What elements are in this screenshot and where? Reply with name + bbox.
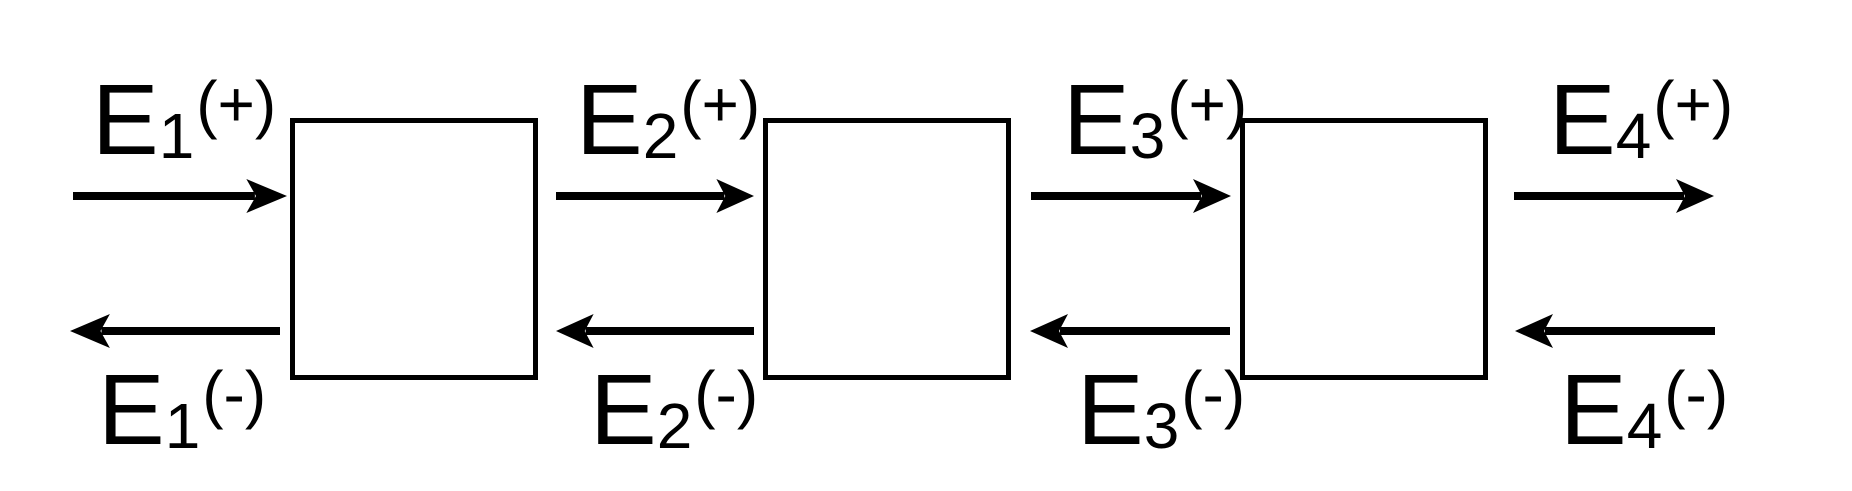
label-e4-negative: E4(-) [1560, 360, 1728, 460]
e3-positive-right-arrow-icon [1031, 179, 1231, 213]
label-e4-positive: E4(+) [1549, 70, 1733, 170]
label-e1-negative: E1(-) [98, 360, 266, 460]
label-e3-positive-base: E [1063, 64, 1130, 176]
label-e1-negative-subscript: 1 [164, 389, 201, 462]
stage-3-box [1240, 118, 1488, 380]
label-e1-positive-subscript: 1 [158, 99, 195, 172]
label-e4-positive-superscript: (+) [1653, 67, 1734, 140]
e4-positive-right-arrow-icon [1514, 179, 1714, 213]
label-e4-negative-base: E [1560, 354, 1627, 466]
label-e2-positive-superscript: (+) [680, 67, 761, 140]
e1-negative-left-arrow-icon [70, 314, 280, 348]
stage-1-box [290, 118, 538, 380]
label-e1-negative-base: E [98, 354, 165, 466]
label-e1-negative-superscript: (-) [202, 357, 267, 430]
label-e2-positive-subscript: 2 [642, 99, 679, 172]
stage-2-box [763, 118, 1011, 380]
label-e3-positive-subscript: 3 [1129, 99, 1166, 172]
e2-positive-right-arrow-icon [556, 179, 754, 213]
label-e3-positive: E3(+) [1063, 70, 1247, 170]
label-e3-negative-superscript: (-) [1181, 357, 1246, 430]
label-e3-negative-base: E [1077, 354, 1144, 466]
e2-negative-left-arrow-icon [556, 314, 754, 348]
label-e4-positive-base: E [1549, 64, 1616, 176]
label-e4-positive-subscript: 4 [1615, 99, 1652, 172]
label-e1-positive-superscript: (+) [196, 67, 277, 140]
e1-positive-right-arrow-icon [73, 179, 287, 213]
label-e2-positive: E2(+) [576, 70, 760, 170]
label-e2-positive-base: E [576, 64, 643, 176]
label-e3-positive-superscript: (+) [1167, 67, 1248, 140]
e4-negative-left-arrow-icon [1515, 314, 1715, 348]
label-e1-positive-base: E [92, 64, 159, 176]
label-e2-negative-subscript: 2 [656, 389, 693, 462]
label-e2-negative-base: E [590, 354, 657, 466]
label-e1-positive: E1(+) [92, 70, 276, 170]
label-e3-negative: E3(-) [1077, 360, 1245, 460]
label-e2-negative: E2(-) [590, 360, 758, 460]
label-e4-negative-superscript: (-) [1664, 357, 1729, 430]
label-e2-negative-superscript: (-) [694, 357, 759, 430]
label-e4-negative-subscript: 4 [1626, 389, 1663, 462]
e3-negative-left-arrow-icon [1030, 314, 1230, 348]
label-e3-negative-subscript: 3 [1143, 389, 1180, 462]
